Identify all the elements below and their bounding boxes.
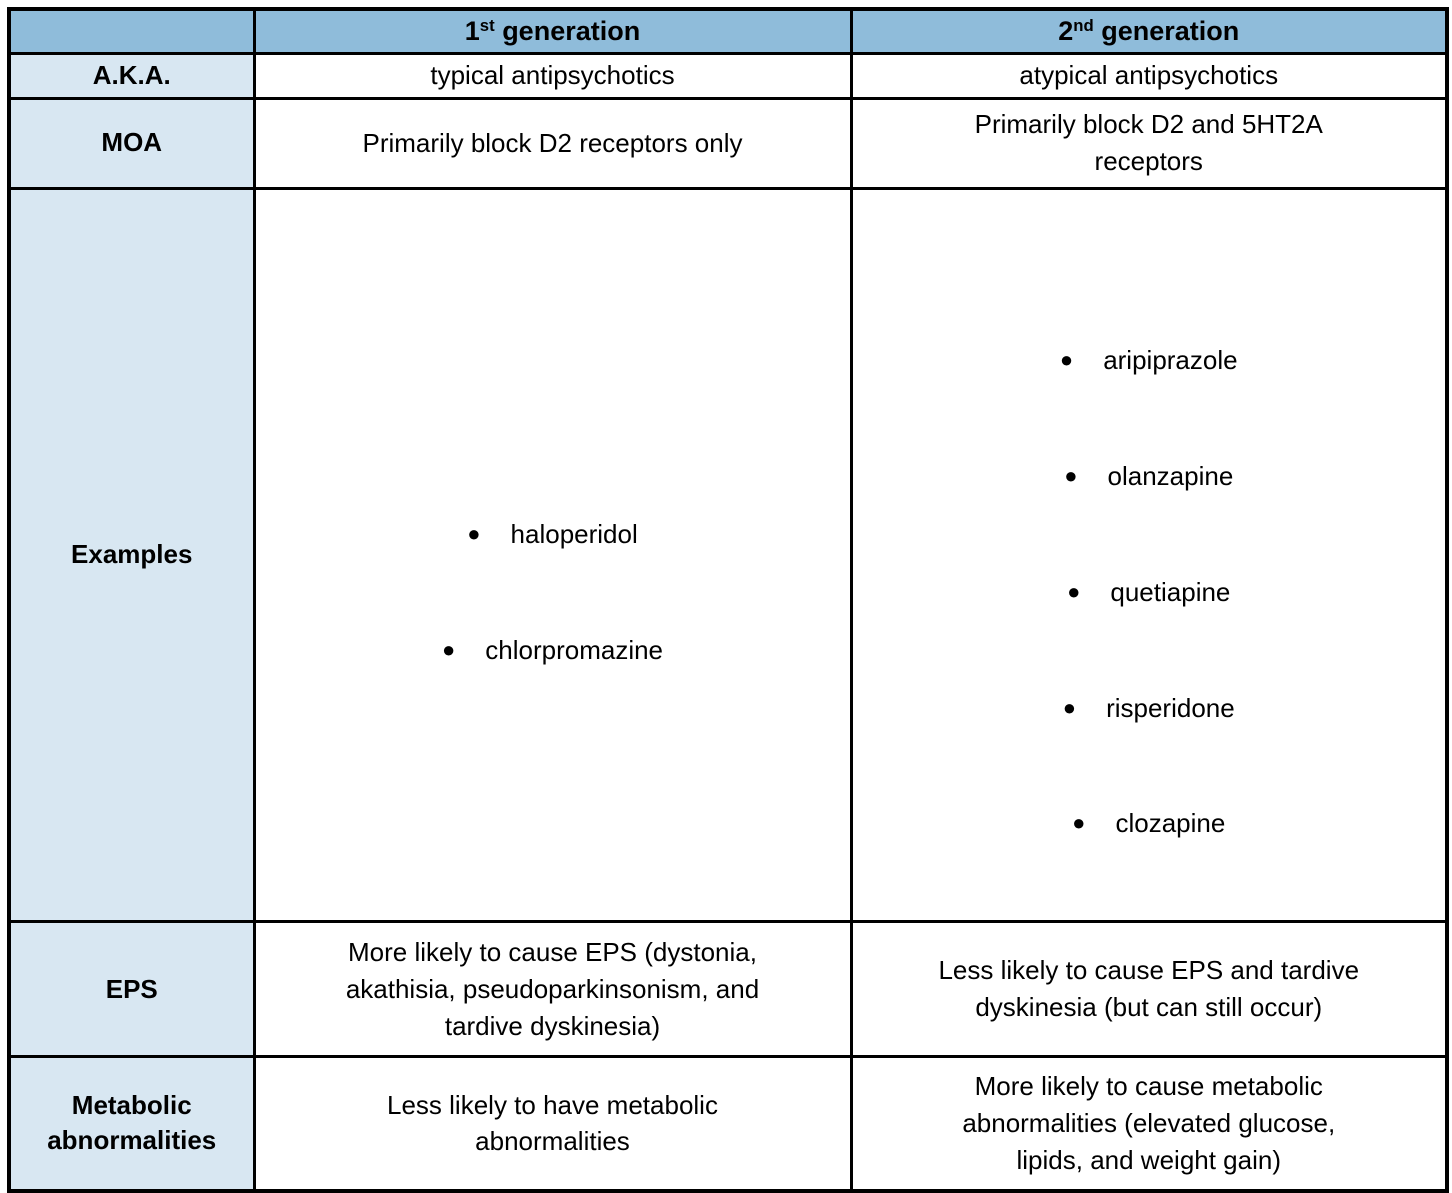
bullet-icon: ● xyxy=(1059,347,1074,373)
col-header-2nd-generation: 2nd generation xyxy=(849,7,1449,55)
drug-name: quetiapine xyxy=(1110,576,1231,607)
cell-aka-gen2: atypical antipsychotics xyxy=(849,51,1449,100)
gen1-ordinal-suffix: st xyxy=(479,15,495,35)
row-label-eps: EPS xyxy=(7,920,256,1059)
row-aka: A.K.A. typical antipsychotics atypical a… xyxy=(7,51,1449,100)
comparison-table: 1st generation 2nd generation A.K.A. typ… xyxy=(7,7,1449,1193)
cell-metabolic-gen1: Less likely to have metabolic abnormalit… xyxy=(252,1055,853,1193)
bullet-icon: ● xyxy=(441,636,456,662)
gen2-label: generation xyxy=(1093,15,1240,46)
gen2-drug-list: ● aripiprazole ● olanzapine ● quetiapine xyxy=(865,228,1434,881)
cell-metabolic-gen2: More likely to cause metabolic abnormali… xyxy=(849,1055,1449,1193)
row-label-aka: A.K.A. xyxy=(7,51,256,100)
row-label-metabolic-abnormalities: Metabolic abnormalities xyxy=(7,1055,256,1193)
row-eps: EPS More likely to cause EPS (dystonia, … xyxy=(7,920,1449,1059)
col-header-1st-generation: 1st generation xyxy=(252,7,853,55)
drug-name: clozapine xyxy=(1115,808,1226,839)
cell-examples-gen1: ● haloperidol ● chlorpromazine xyxy=(252,186,853,924)
row-label-examples: Examples xyxy=(7,186,256,924)
list-item: ● risperidone xyxy=(865,687,1434,729)
drug-name: haloperidol xyxy=(510,518,638,549)
cell-aka-gen1: typical antipsychotics xyxy=(252,51,853,100)
bullet-icon: ● xyxy=(1062,694,1077,720)
bullet-icon: ● xyxy=(467,520,481,546)
cell-moa-gen2: Primarily block D2 and 5HT2A receptors xyxy=(849,96,1449,190)
corner-cell xyxy=(7,7,256,55)
list-item: ● chlorpromazine xyxy=(268,629,838,671)
drug-name: chlorpromazine xyxy=(485,634,664,665)
header-row: 1st generation 2nd generation xyxy=(7,7,1449,55)
row-metabolic: Metabolic abnormalities Less likely to h… xyxy=(7,1055,1449,1193)
cell-examples-gen2: ● aripiprazole ● olanzapine ● quetiapine xyxy=(849,186,1449,924)
drug-name: olanzapine xyxy=(1107,460,1234,491)
bullet-icon: ● xyxy=(1067,578,1081,604)
gen2-number: 2 xyxy=(1058,15,1074,46)
antipsychotic-generations-table: 1st generation 2nd generation A.K.A. typ… xyxy=(7,7,1449,1193)
gen2-ordinal-suffix: nd xyxy=(1073,15,1094,35)
list-item: ● olanzapine xyxy=(865,455,1434,497)
list-item: ● aripiprazole xyxy=(865,339,1434,381)
cell-eps-gen1: More likely to cause EPS (dystonia, akat… xyxy=(252,920,853,1059)
list-item: ● haloperidol xyxy=(268,513,838,555)
cell-moa-gen1: Primarily block D2 receptors only xyxy=(252,96,853,190)
row-label-moa: MOA xyxy=(7,96,256,190)
gen1-label: generation xyxy=(494,15,641,46)
list-item: ● clozapine xyxy=(865,802,1434,844)
bullet-icon: ● xyxy=(1072,810,1086,836)
drug-name: risperidone xyxy=(1106,692,1235,723)
list-item: ● quetiapine xyxy=(865,571,1434,613)
row-moa: MOA Primarily block D2 receptors only Pr… xyxy=(7,96,1449,190)
gen1-drug-list: ● haloperidol ● chlorpromazine xyxy=(268,402,838,707)
bullet-icon: ● xyxy=(1064,462,1078,488)
gen1-number: 1 xyxy=(464,15,480,46)
row-examples: Examples ● haloperidol ● chlorpromazine xyxy=(7,186,1449,924)
cell-eps-gen2: Less likely to cause EPS and tardive dys… xyxy=(849,920,1449,1059)
drug-name: aripiprazole xyxy=(1103,345,1238,376)
